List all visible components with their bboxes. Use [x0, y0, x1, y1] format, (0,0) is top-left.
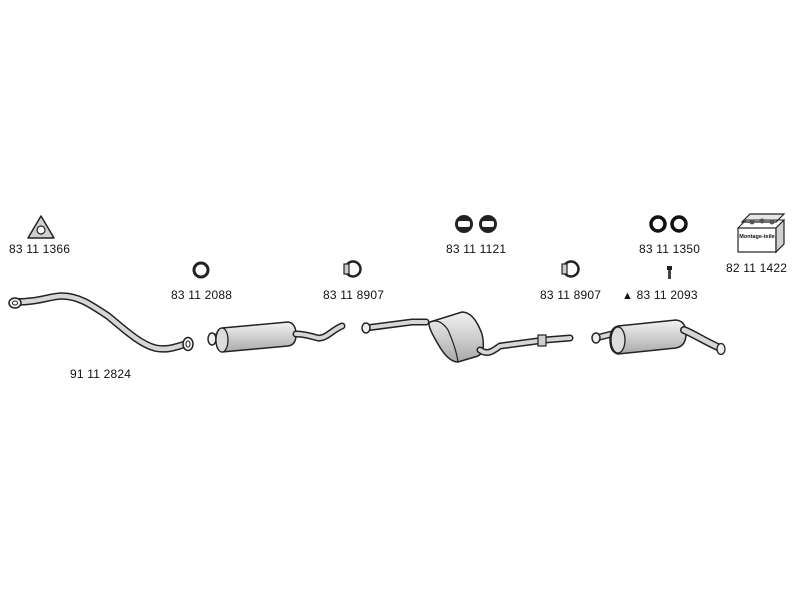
rear-silencer-icon	[591, 319, 726, 356]
pipe-clamp-icon	[561, 260, 580, 278]
part-number-label: 83 11 8907	[323, 288, 385, 302]
part-number-label: 82 11 1422	[726, 261, 788, 275]
middle-silencer-icon	[361, 311, 574, 363]
part-number-label-with-marker: ▲ 83 11 2093	[622, 288, 698, 302]
part-number-label: 83 11 8907	[540, 288, 602, 302]
part-number: 83 11 2093	[636, 288, 698, 302]
middle-silencer-icon	[207, 321, 346, 353]
mounting-kit-box-text: Montage-teile	[739, 234, 774, 240]
part-number-label: 83 11 1366	[9, 242, 71, 256]
mounting-kit-box-icon: Montage-teile	[737, 213, 786, 254]
triangular-flange-gasket-icon	[27, 215, 55, 239]
rubber-hanger-pair-icon	[455, 215, 497, 233]
part-number-label: 91 11 2824	[70, 367, 132, 381]
ring-gasket-icon	[192, 261, 210, 279]
front-pipe-icon	[8, 292, 194, 353]
part-number-label: 83 11 1121	[446, 242, 507, 256]
bolt-icon	[667, 266, 672, 279]
triangle-marker-icon: ▲	[622, 290, 634, 302]
part-number-label: 83 11 2088	[171, 288, 233, 302]
pipe-clamp-icon	[343, 260, 362, 278]
rubber-ring-pair-icon	[649, 215, 688, 233]
part-number-label: 83 11 1350	[639, 242, 701, 256]
